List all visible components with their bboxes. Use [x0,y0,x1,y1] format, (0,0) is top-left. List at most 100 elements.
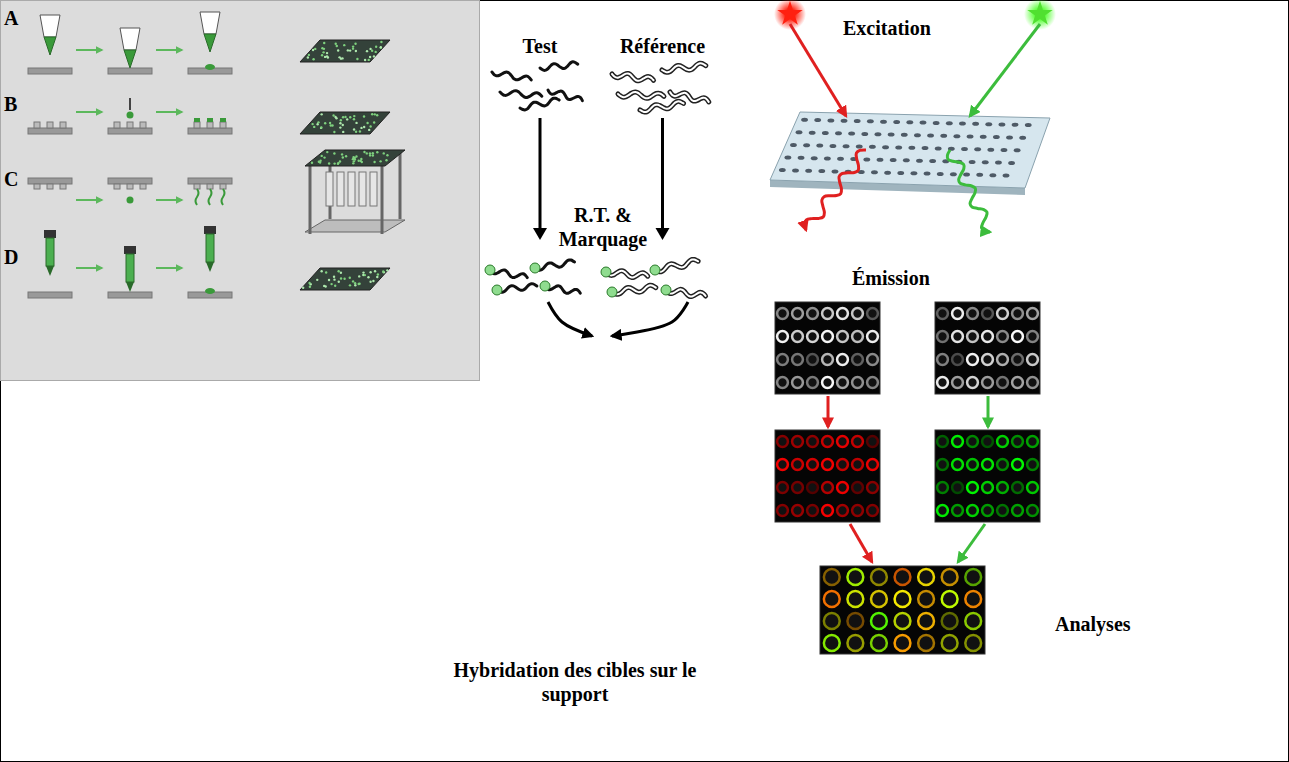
scanner-illustration [871,613,887,629]
panel-letter: D [4,245,18,269]
scanner-illustration [935,146,942,150]
scanner-illustration [792,168,799,172]
method-panel [307,56,309,58]
scanner-illustration [982,482,993,493]
scanner-illustration [997,436,1008,447]
scanner-illustration [824,613,840,629]
transcript-molecules [540,281,550,291]
scanner-illustration [967,482,978,493]
scanner-illustration [1027,377,1038,388]
method-panel [353,115,355,117]
method-panel [364,274,366,276]
scanner-illustration [942,591,958,607]
method-panel [207,122,213,128]
scanner-illustration [790,24,846,116]
method-panel [337,163,339,165]
scanner-illustration [803,143,810,147]
scanner-illustration [952,308,963,319]
scanner-illustration [867,119,874,123]
scanner-illustration [871,170,878,174]
scanner-illustration [1027,354,1038,365]
method-panel [46,266,54,276]
scanner-illustration [843,144,850,148]
scanner-illustration [801,118,808,122]
method-panel [376,114,378,116]
scanner-illustration [775,430,880,522]
flow-arrow [612,118,688,336]
method-panel [342,156,344,158]
method-panel [346,118,348,120]
scanner-illustration [967,436,978,447]
method-panel [373,161,375,163]
scanner-illustration [918,591,934,607]
method-panel [359,130,361,132]
scanner-illustration [967,377,978,388]
method-panel [317,121,319,123]
scanner-illustration [770,0,1056,654]
scanner-illustration [1027,1,1052,25]
method-panel [373,121,375,123]
method-panel [386,269,388,271]
transcript-molecules [640,101,684,112]
scanner-illustration [993,135,1000,139]
scanner-illustration [822,505,833,516]
scanner-illustration [822,377,833,388]
scanner-illustration [847,569,863,585]
step-label: Excitation [843,16,931,40]
transcript-molecules [520,98,559,110]
transcript-molecules [618,92,664,98]
scanner-illustration [1012,354,1023,365]
method-panel [323,285,325,287]
method-panel [333,162,335,164]
scanner-illustration [935,302,1040,394]
method-panel [349,116,351,118]
method-panel [353,128,355,130]
scanner-illustration [961,147,968,151]
method-panel [380,41,382,43]
method-panel [339,126,341,128]
scanner-illustration [777,308,788,319]
scanner-illustration [942,569,958,585]
method-panel [340,272,342,274]
method-panel [324,122,326,124]
method-panel [309,166,312,234]
transcript-molecules [606,271,648,278]
transcript-molecules [601,267,611,277]
method-panel [140,184,146,189]
scanner-illustration [1012,308,1023,319]
method-panel [352,280,354,282]
method-panel [207,118,213,122]
method-panel [320,127,322,129]
scanner-illustration [946,121,953,125]
method-panel [352,45,354,47]
scanner-illustration [895,591,911,607]
method-panel [300,40,390,62]
scanner-illustration [824,591,840,607]
method-panel [330,283,332,285]
method-panel [357,160,359,162]
scanner-illustration [965,635,981,651]
method-panel [371,113,373,115]
method-panel [355,131,357,133]
method-panel [194,118,200,122]
transcript-molecules [540,62,578,71]
method-panel [76,111,102,113]
scanner-illustration [895,613,911,629]
method-panel [366,50,368,52]
step-label: Analyses [1055,612,1131,636]
scanner-illustration [999,122,1006,126]
method-panel [368,129,370,131]
method-panel [40,15,60,37]
scanner-illustration [820,566,985,654]
method-panel [369,56,371,58]
scanner-illustration [807,459,818,470]
scanner-illustration [937,436,948,447]
method-panel [353,118,355,120]
method-panel [355,50,357,52]
method-panel [371,49,373,51]
method-panel [366,122,368,124]
scanner-illustration [1027,331,1038,342]
method-panel [323,42,325,44]
method-panel [334,116,336,118]
